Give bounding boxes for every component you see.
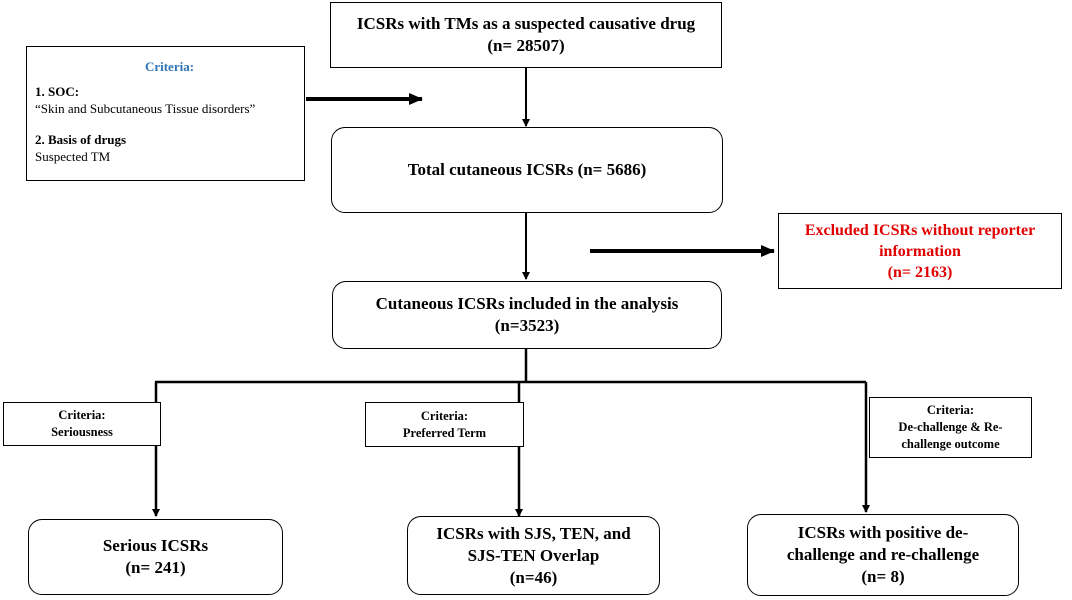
criteria-dechallenge-line1: Criteria: — [926, 403, 975, 417]
positive-dechallenge-line1: ICSRs with positive de- — [797, 523, 969, 542]
positive-dechallenge-line2: challenge and re-challenge — [786, 545, 980, 564]
total-cutaneous-box: Total cutaneous ICSRs (n= 5686) — [331, 127, 723, 213]
excluded-line2: information — [879, 242, 961, 260]
top-box-icsrs-tm: ICSRs with TMs as a suspected causative … — [330, 2, 722, 68]
criteria-seriousness-line2: Seriousness — [51, 425, 113, 439]
criteria-dechallenge-line3: challenge outcome — [901, 437, 1000, 451]
criteria-preferred-term-box: Criteria: Preferred Term — [365, 402, 524, 447]
sjs-ten-line1: ICSRs with SJS, TEN, and — [436, 523, 631, 543]
included-line2: (n=3523) — [494, 316, 560, 335]
included-box: Cutaneous ICSRs included in the analysis… — [332, 281, 722, 349]
criteria-dechallenge-line2: De-challenge & Re- — [898, 420, 1003, 434]
criteria-preferred-term-line1: Criteria: — [420, 408, 469, 423]
top-box-line1: ICSRs with TMs as a suspected causative … — [356, 14, 696, 33]
serious-icsrs-line1: Serious ICSRs — [102, 536, 209, 555]
criteria-item2-heading: 2. Basis of drugs — [35, 132, 127, 147]
criteria-seriousness-line1: Criteria: — [58, 408, 106, 422]
positive-dechallenge-box: ICSRs with positive de- challenge and re… — [747, 514, 1019, 596]
criteria-item1-text: “Skin and Subcutaneous Tissue disorders” — [35, 101, 256, 116]
excluded-line1: Excluded ICSRs without reporter — [804, 221, 1036, 239]
total-cutaneous-text: Total cutaneous ICSRs (n= 5686) — [407, 160, 647, 179]
positive-dechallenge-line3: (n= 8) — [861, 567, 905, 586]
criteria-title: Criteria: — [144, 59, 195, 74]
criteria-preferred-term-line2: Preferred Term — [402, 425, 487, 440]
criteria-box: Criteria: 1. SOC: “Skin and Subcutaneous… — [26, 46, 305, 181]
sjs-ten-box: ICSRs with SJS, TEN, and SJS-TEN Overlap… — [407, 516, 660, 595]
serious-icsrs-box: Serious ICSRs (n= 241) — [28, 519, 283, 595]
serious-icsrs-line2: (n= 241) — [125, 558, 186, 577]
criteria-dechallenge-box: Criteria: De-challenge & Re- challenge o… — [869, 397, 1032, 458]
sjs-ten-line2: SJS-TEN Overlap — [467, 545, 600, 565]
criteria-seriousness-box: Criteria: Seriousness — [3, 402, 161, 446]
excluded-box: Excluded ICSRs without reporter informat… — [778, 213, 1062, 289]
criteria-item1-heading: 1. SOC: — [35, 84, 80, 99]
top-box-line2: (n= 28507) — [487, 36, 565, 55]
included-line1: Cutaneous ICSRs included in the analysis — [375, 294, 679, 313]
excluded-line3: (n= 2163) — [887, 263, 953, 281]
sjs-ten-line3: (n=46) — [509, 567, 558, 587]
criteria-item2-text: Suspected TM — [35, 149, 111, 164]
